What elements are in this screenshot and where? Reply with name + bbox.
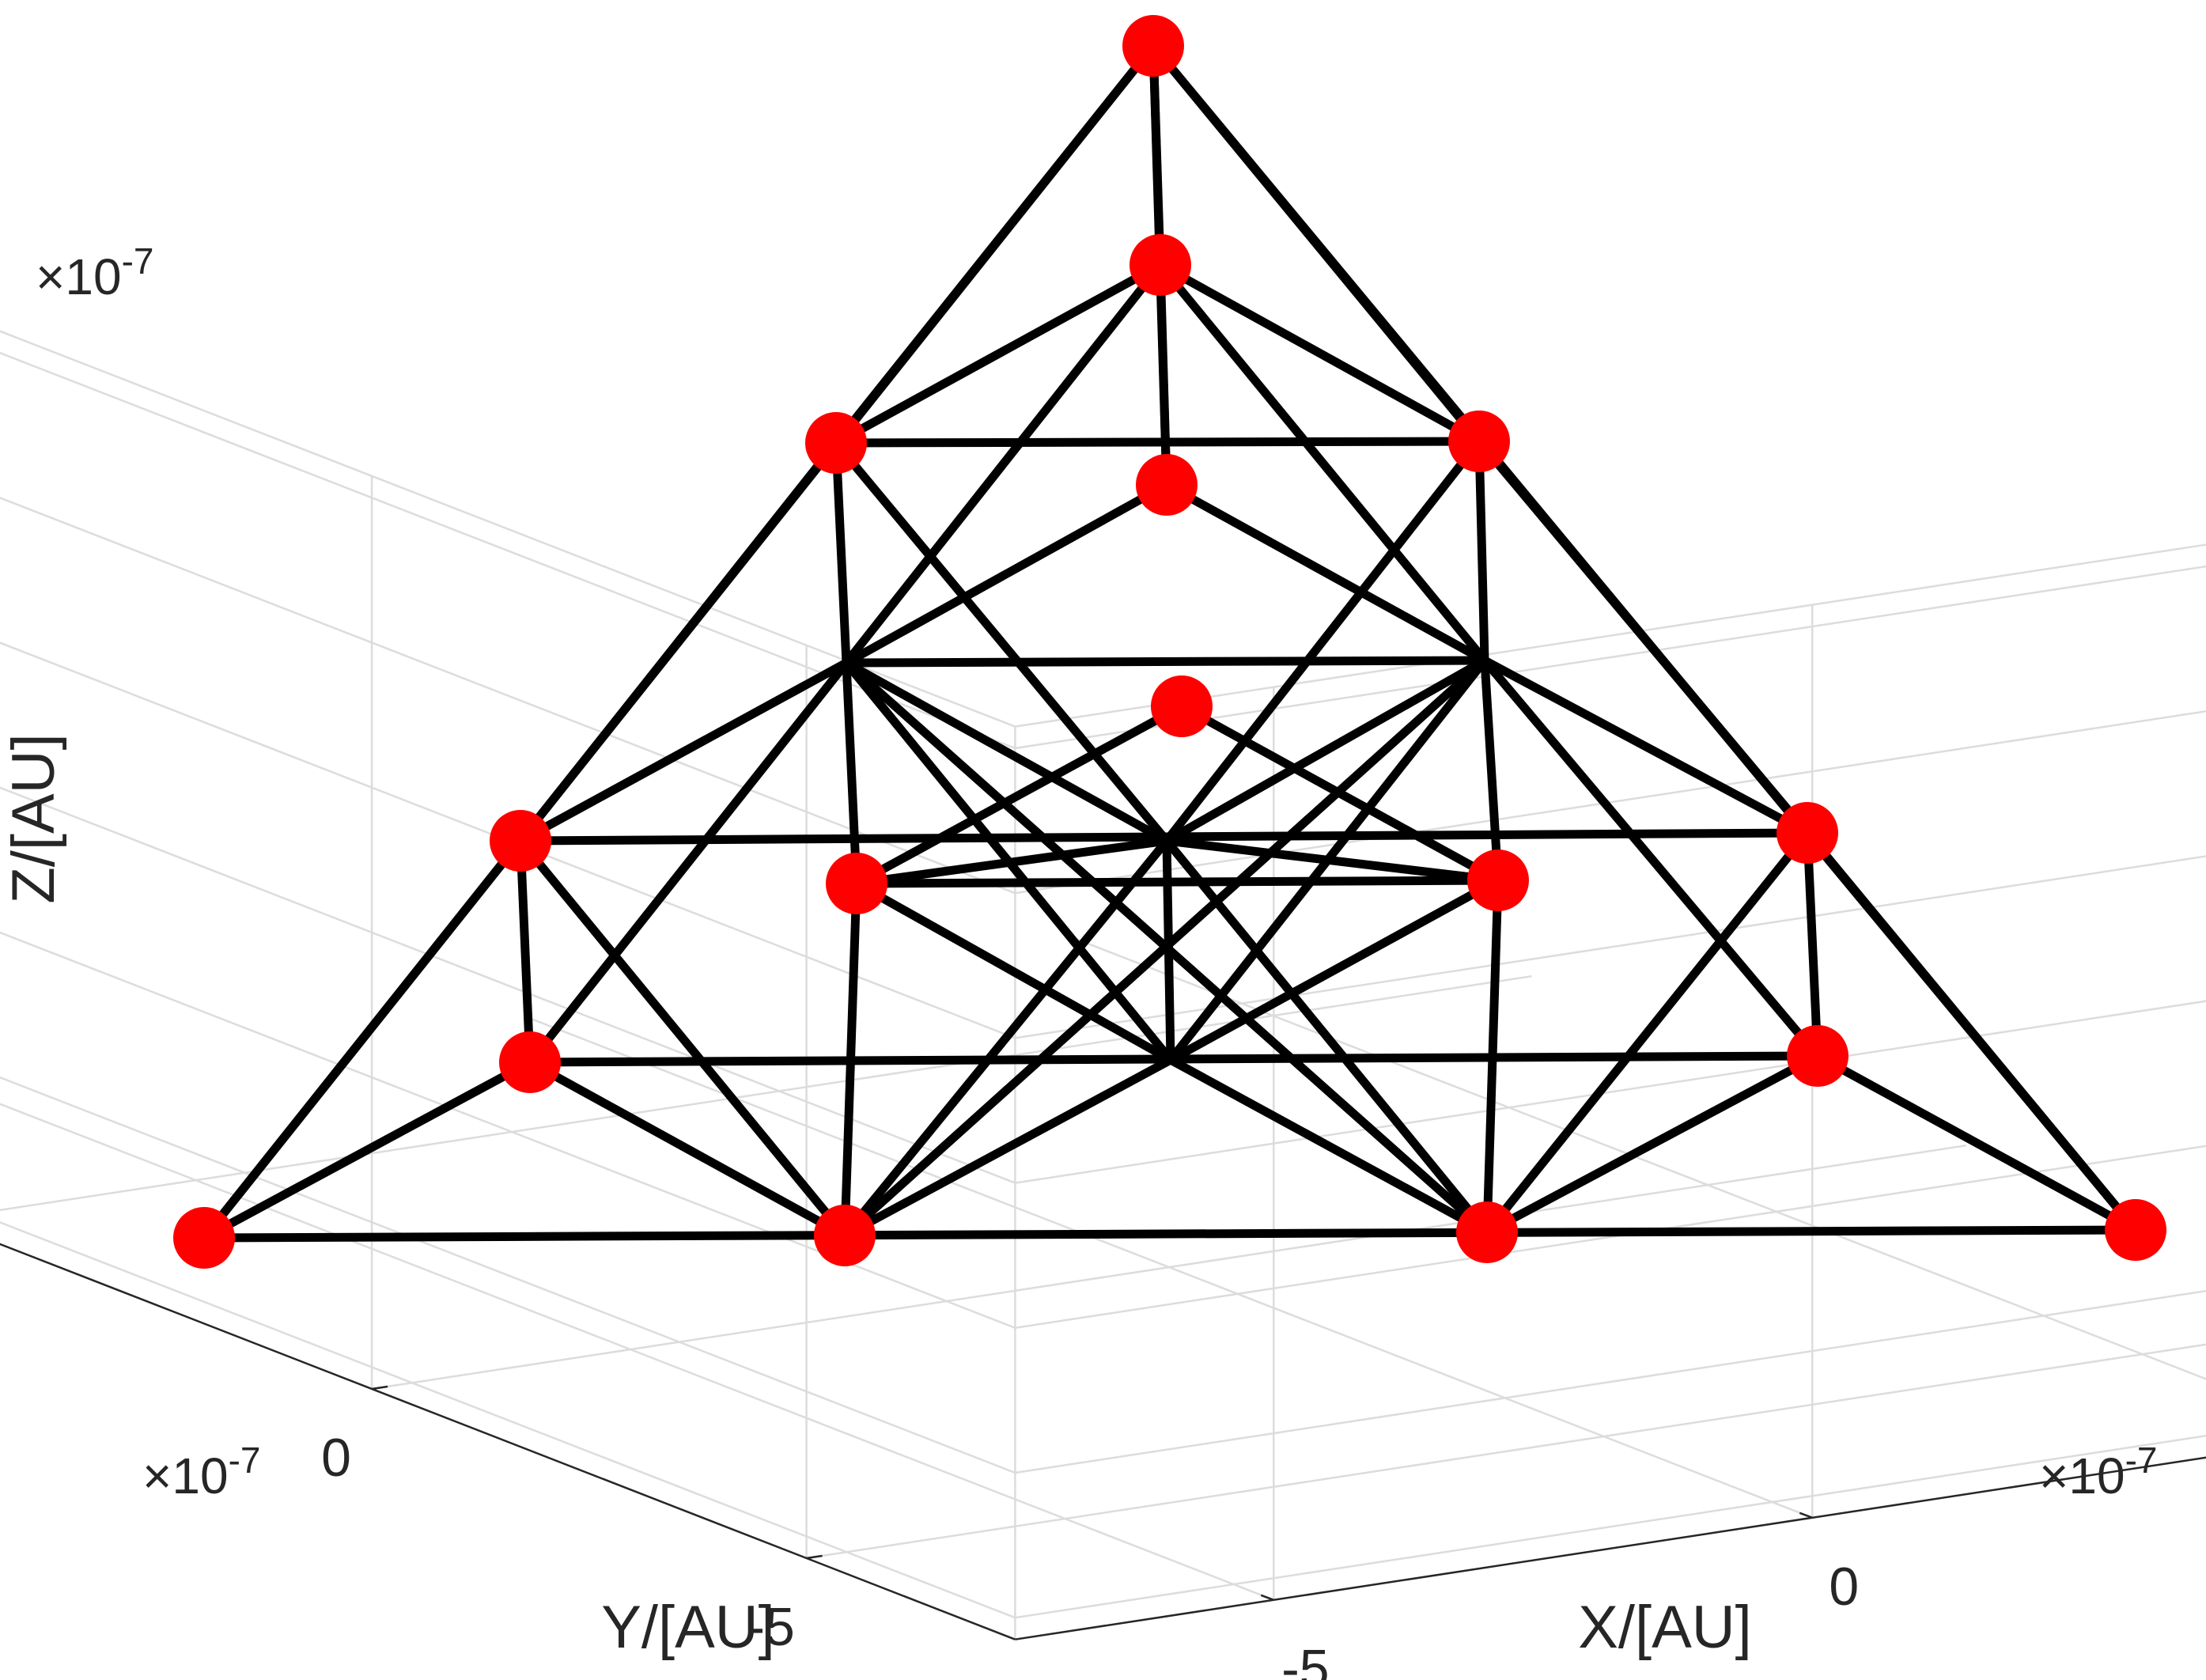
lattice-edge xyxy=(199,1058,535,1243)
atom-marker xyxy=(805,412,867,474)
lattice-edge xyxy=(852,702,1186,888)
atom-marker xyxy=(2105,1199,2166,1261)
gridline-z xyxy=(1015,1435,2206,1619)
gridline-z xyxy=(0,641,1016,1039)
svg-text:×10-7: ×10-7 xyxy=(2039,1440,2157,1504)
lattice-edge xyxy=(1482,876,1503,1237)
atom-marker xyxy=(814,1205,876,1266)
lattice-edge xyxy=(1482,828,1812,1237)
lattice-edge xyxy=(1162,656,1489,846)
x-tick xyxy=(1799,1512,1813,1519)
atom-marker xyxy=(490,810,551,872)
y-tick xyxy=(806,1554,823,1560)
lattice-edge xyxy=(516,836,849,1240)
atom-marker xyxy=(826,853,887,914)
lattice-edge xyxy=(1474,437,1489,665)
atom-marker xyxy=(1151,675,1213,737)
lattice-edge xyxy=(1166,876,1503,1065)
lattice-edge xyxy=(199,1225,2140,1243)
lattice-edge xyxy=(831,438,1171,846)
gridline-z xyxy=(0,1221,1016,1619)
box-edge xyxy=(1015,543,2206,728)
lattice-edge xyxy=(1166,1055,1492,1237)
atom-marker xyxy=(1448,411,1510,472)
z-exponent-label: ×10-7 xyxy=(36,240,153,305)
lattice-edge xyxy=(1162,836,1503,885)
edge-layer xyxy=(199,41,2140,1243)
y-axis-label: Y/[AU] xyxy=(601,1594,775,1661)
x-axis-label: X/[AU] xyxy=(1578,1594,1752,1661)
svg-text:×10-7: ×10-7 xyxy=(142,1440,260,1504)
lattice-edge xyxy=(1148,41,2140,1235)
lattice-edge xyxy=(525,1058,849,1240)
svg-text:×10-7: ×10-7 xyxy=(36,240,153,305)
lattice-edge xyxy=(840,836,1171,1240)
gridline-z xyxy=(0,786,1016,1184)
atom-marker xyxy=(1467,849,1529,911)
lattice-edge xyxy=(525,658,851,1067)
y-tick xyxy=(371,1385,388,1391)
gridline-z xyxy=(1015,1145,2206,1330)
box-edge xyxy=(0,330,1016,728)
lattice-edge xyxy=(831,438,851,668)
lattice-edge xyxy=(842,658,861,888)
atom-marker xyxy=(1122,15,1184,77)
lattice-edge xyxy=(842,658,1171,846)
x-tick-label: 0 xyxy=(1829,1557,1859,1617)
lattice-edge xyxy=(842,260,1165,668)
x-tick-label: -5 xyxy=(1281,1639,1329,1680)
marker-layer xyxy=(173,15,2166,1269)
lattice-edge xyxy=(1156,260,1484,446)
lattice-edge xyxy=(199,41,1158,1243)
lattice-edge xyxy=(516,658,851,846)
atom-marker xyxy=(1777,802,1838,864)
lattice-edge xyxy=(1813,1051,2140,1235)
x-exponent-label: ×10-7 xyxy=(2039,1440,2157,1504)
gridline-y xyxy=(371,1144,1967,1391)
lattice-edge xyxy=(1156,260,1489,665)
lattice-edge xyxy=(831,260,1165,448)
lattice-edge xyxy=(1803,828,1822,1061)
lattice-edge xyxy=(1162,836,1492,1237)
lattice-edge xyxy=(1480,656,1822,1061)
lattice-edge xyxy=(1482,1051,1822,1237)
lattice-edge xyxy=(840,656,1489,1240)
axis-layer: -6-4-20246-505-505 xyxy=(0,1243,2206,1680)
y-tick-label: -5 xyxy=(747,1597,794,1657)
atom-marker xyxy=(173,1207,235,1269)
lattice-edge xyxy=(842,656,1489,668)
lattice-edge xyxy=(1480,656,1503,885)
lattice-edge xyxy=(852,836,1171,888)
lattice-edge xyxy=(1162,437,1484,846)
y-tick-label: 0 xyxy=(321,1428,351,1488)
lattice-edge xyxy=(831,437,1484,448)
lattice-edge xyxy=(516,836,535,1067)
atom-marker xyxy=(1456,1201,1518,1263)
x-tick xyxy=(1260,1594,1274,1601)
lattice-edge xyxy=(852,876,1503,888)
lattice-edge xyxy=(1480,656,1812,838)
lattice-edge xyxy=(840,879,861,1240)
z-axis-label: Z/[AU] xyxy=(0,733,67,903)
lattice-edge xyxy=(852,879,1175,1065)
lattice-edge xyxy=(840,1055,1175,1240)
atom-marker xyxy=(499,1031,561,1093)
atom-marker xyxy=(1787,1025,1848,1087)
y-exponent-label: ×10-7 xyxy=(142,1440,260,1504)
lattice-edge xyxy=(842,480,1171,668)
atom-marker xyxy=(1136,454,1198,516)
atom-marker xyxy=(1129,234,1191,296)
gridline-y xyxy=(806,1343,2206,1560)
lattice-edge xyxy=(1162,480,1489,665)
